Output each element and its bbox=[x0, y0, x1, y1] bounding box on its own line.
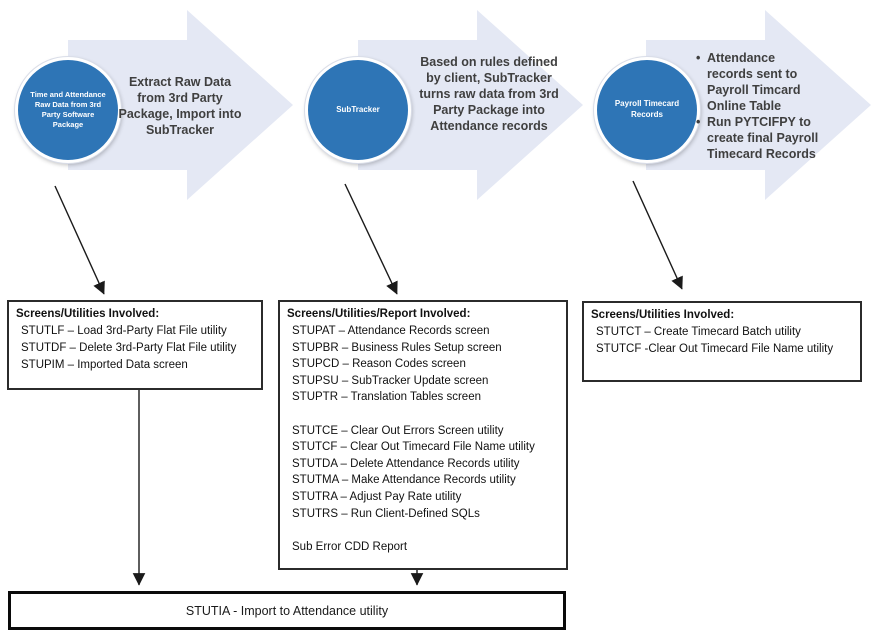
step-circle-2: SubTracker bbox=[305, 57, 411, 163]
process-arrow-2 bbox=[358, 10, 583, 200]
step-circle-2-label: SubTracker bbox=[336, 104, 380, 114]
step-1-description: Extract Raw Data from 3rd Party Package,… bbox=[118, 75, 242, 137]
screen-utility-line: STUTCE – Clear Out Errors Screen utility bbox=[292, 424, 504, 437]
screen-utility-line: STUPIM – Imported Data screen bbox=[21, 359, 188, 371]
screen-utility-line: STUTDA – Delete Attendance Records utili… bbox=[292, 457, 520, 470]
connector-circle2-to-box2 bbox=[344, 183, 398, 295]
stutia-box: STUTIA - Import to Attendance utility bbox=[8, 591, 566, 630]
screen-utility-line: STUPBR – Business Rules Setup screen bbox=[292, 341, 502, 354]
screens-box-1-lines: STUTLF – Load 3rd-Party Flat File utilit… bbox=[16, 323, 255, 374]
screens-box-3: Screens/Utilities Involved: STUTCT – Cre… bbox=[582, 301, 862, 382]
step-3-bullet-list: Attendance records sent to Payroll Timca… bbox=[696, 50, 824, 162]
screen-utility-line: STUPTR – Translation Tables screen bbox=[292, 391, 481, 404]
arrow-shape bbox=[68, 10, 293, 200]
stutia-box-label: STUTIA - Import to Attendance utility bbox=[185, 603, 389, 618]
screen-utility-line: STUTCT – Create Timecard Batch utility bbox=[596, 326, 801, 338]
screens-box-2-title: Screens/Utilities/Report Involved: bbox=[287, 308, 471, 320]
screen-utility-line: STUTCF -Clear Out Timecard File Name uti… bbox=[596, 343, 834, 355]
screens-box-3-title: Screens/Utilities Involved: bbox=[591, 309, 735, 321]
step-circle-1-label: Time and Attendance Raw Data from 3rd Pa… bbox=[30, 89, 106, 130]
screen-utility-line: STUPSU – SubTracker Update screen bbox=[292, 374, 489, 387]
step-2-description: Based on rules defined by client, SubTra… bbox=[419, 55, 559, 133]
screen-utility-line: STUTRA – Adjust Pay Rate utility bbox=[292, 490, 462, 503]
step-circle-3: Payroll Timecard Records bbox=[594, 57, 700, 163]
screen-utility-line bbox=[287, 406, 560, 423]
screen-utility-line: STUPCD – Reason Codes screen bbox=[292, 358, 466, 371]
bullet-item: Run PYTCIFPY to create final Payroll Tim… bbox=[696, 114, 824, 162]
screen-utility-line: Sub Error CDD Report bbox=[292, 540, 408, 553]
arrow-shape bbox=[358, 10, 583, 200]
screen-utility-line: STUTRS – Run Client-Defined SQLs bbox=[292, 507, 480, 520]
screen-utility-line: STUTCF – Clear Out Timecard File Name ut… bbox=[292, 441, 535, 454]
screen-utility-line: STUTDF – Delete 3rd-Party Flat File util… bbox=[21, 342, 237, 354]
screens-box-2: Screens/Utilities/Report Involved: STUPA… bbox=[278, 300, 568, 570]
step-circle-3-label: Payroll Timecard Records bbox=[614, 99, 680, 119]
connector-circle1-to-box1 bbox=[54, 185, 105, 295]
screen-utility-line: STUTLF – Load 3rd-Party Flat File utilit… bbox=[21, 325, 227, 337]
screens-box-1-title: Screens/Utilities Involved: bbox=[16, 308, 160, 320]
screen-utility-line: STUPAT – Attendance Records screen bbox=[292, 325, 490, 337]
screens-box-1: Screens/Utilities Involved: STUTLF – Loa… bbox=[7, 300, 263, 390]
screen-utility-line bbox=[287, 522, 560, 539]
process-arrow-1 bbox=[68, 10, 293, 200]
step-circle-1: Time and Attendance Raw Data from 3rd Pa… bbox=[15, 57, 121, 163]
screen-utility-line: STUTMA – Make Attendance Records utility bbox=[292, 474, 516, 487]
bullet-item: Attendance records sent to Payroll Timca… bbox=[696, 50, 824, 114]
